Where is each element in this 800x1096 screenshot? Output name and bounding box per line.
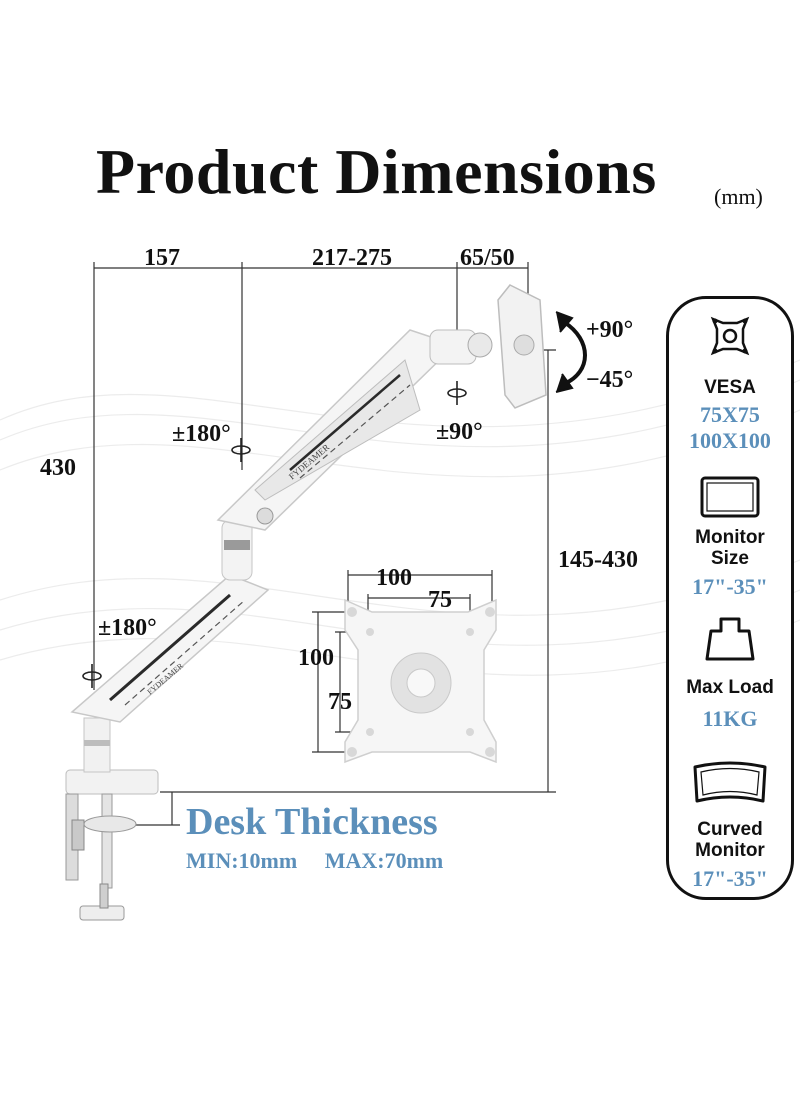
desk-max: MAX:70mm — [324, 848, 444, 873]
weight-icon — [705, 617, 755, 661]
monitor-icon — [700, 476, 760, 518]
dim-head-depth: 65/50 — [460, 245, 515, 271]
spec-curved-label-2: Monitor — [695, 840, 765, 861]
spec-curved-value: 17"-35" — [692, 866, 768, 891]
spec-panel: VESA 75X75 100X100 Monitor Size 17"-35" … — [666, 296, 794, 900]
page-title: Product Dimensions — [96, 136, 657, 207]
dim-arm-length: 217-275 — [312, 245, 392, 271]
spec-vesa-value-1: 75X75 — [700, 402, 760, 427]
tilt-down-label: −45° — [586, 367, 634, 393]
spec-load-value: 11KG — [702, 706, 758, 731]
rotate-upper-label: ±180° — [172, 421, 231, 447]
spec-load-label: Max Load — [686, 677, 774, 698]
mount-pole — [83, 717, 111, 773]
dim-height-range: 145-430 — [558, 547, 638, 573]
vesa-plate — [344, 598, 497, 764]
desk-thickness-range: MIN:10mm MAX:70mm — [186, 848, 465, 874]
spec-monitor-label-2: Size — [710, 548, 750, 569]
swivel-label: ±90° — [436, 419, 483, 445]
lower-arm — [70, 519, 270, 723]
spec-monitor-value: 17"-35" — [692, 574, 768, 599]
vesa-dimension-lines — [312, 570, 493, 753]
tilt-up-label: +90° — [586, 317, 634, 343]
spec-monitor-label-1: Monitor — [695, 527, 765, 548]
spec-vesa-label: VESA — [704, 377, 756, 398]
upper-arm — [216, 329, 457, 531]
unit-label: (mm) — [714, 184, 763, 209]
vesa-outer-height: 100 — [298, 645, 334, 671]
spec-curved-label-1: Curved — [697, 819, 763, 840]
vesa-inner-width: 75 — [428, 587, 452, 613]
vesa-outer-width: 100 — [376, 565, 412, 591]
dim-total-height: 430 — [40, 455, 76, 481]
desk-min: MIN:10mm — [186, 848, 298, 873]
desk-clamp — [65, 769, 159, 921]
tilt-arrow-icon — [555, 311, 587, 393]
vesa-mount-icon — [710, 316, 750, 356]
vesa-inner-height: 75 — [328, 689, 352, 715]
spec-vesa-value-2: 100X100 — [689, 428, 771, 453]
curved-monitor-icon — [693, 761, 767, 803]
rotation-icons — [82, 381, 467, 688]
dim-base-to-pole: 157 — [144, 245, 180, 271]
rotate-lower-label: ±180° — [98, 615, 157, 641]
dimension-lines — [93, 262, 556, 826]
monitor-head — [429, 284, 547, 409]
desk-thickness-title: Desk Thickness — [186, 801, 438, 843]
